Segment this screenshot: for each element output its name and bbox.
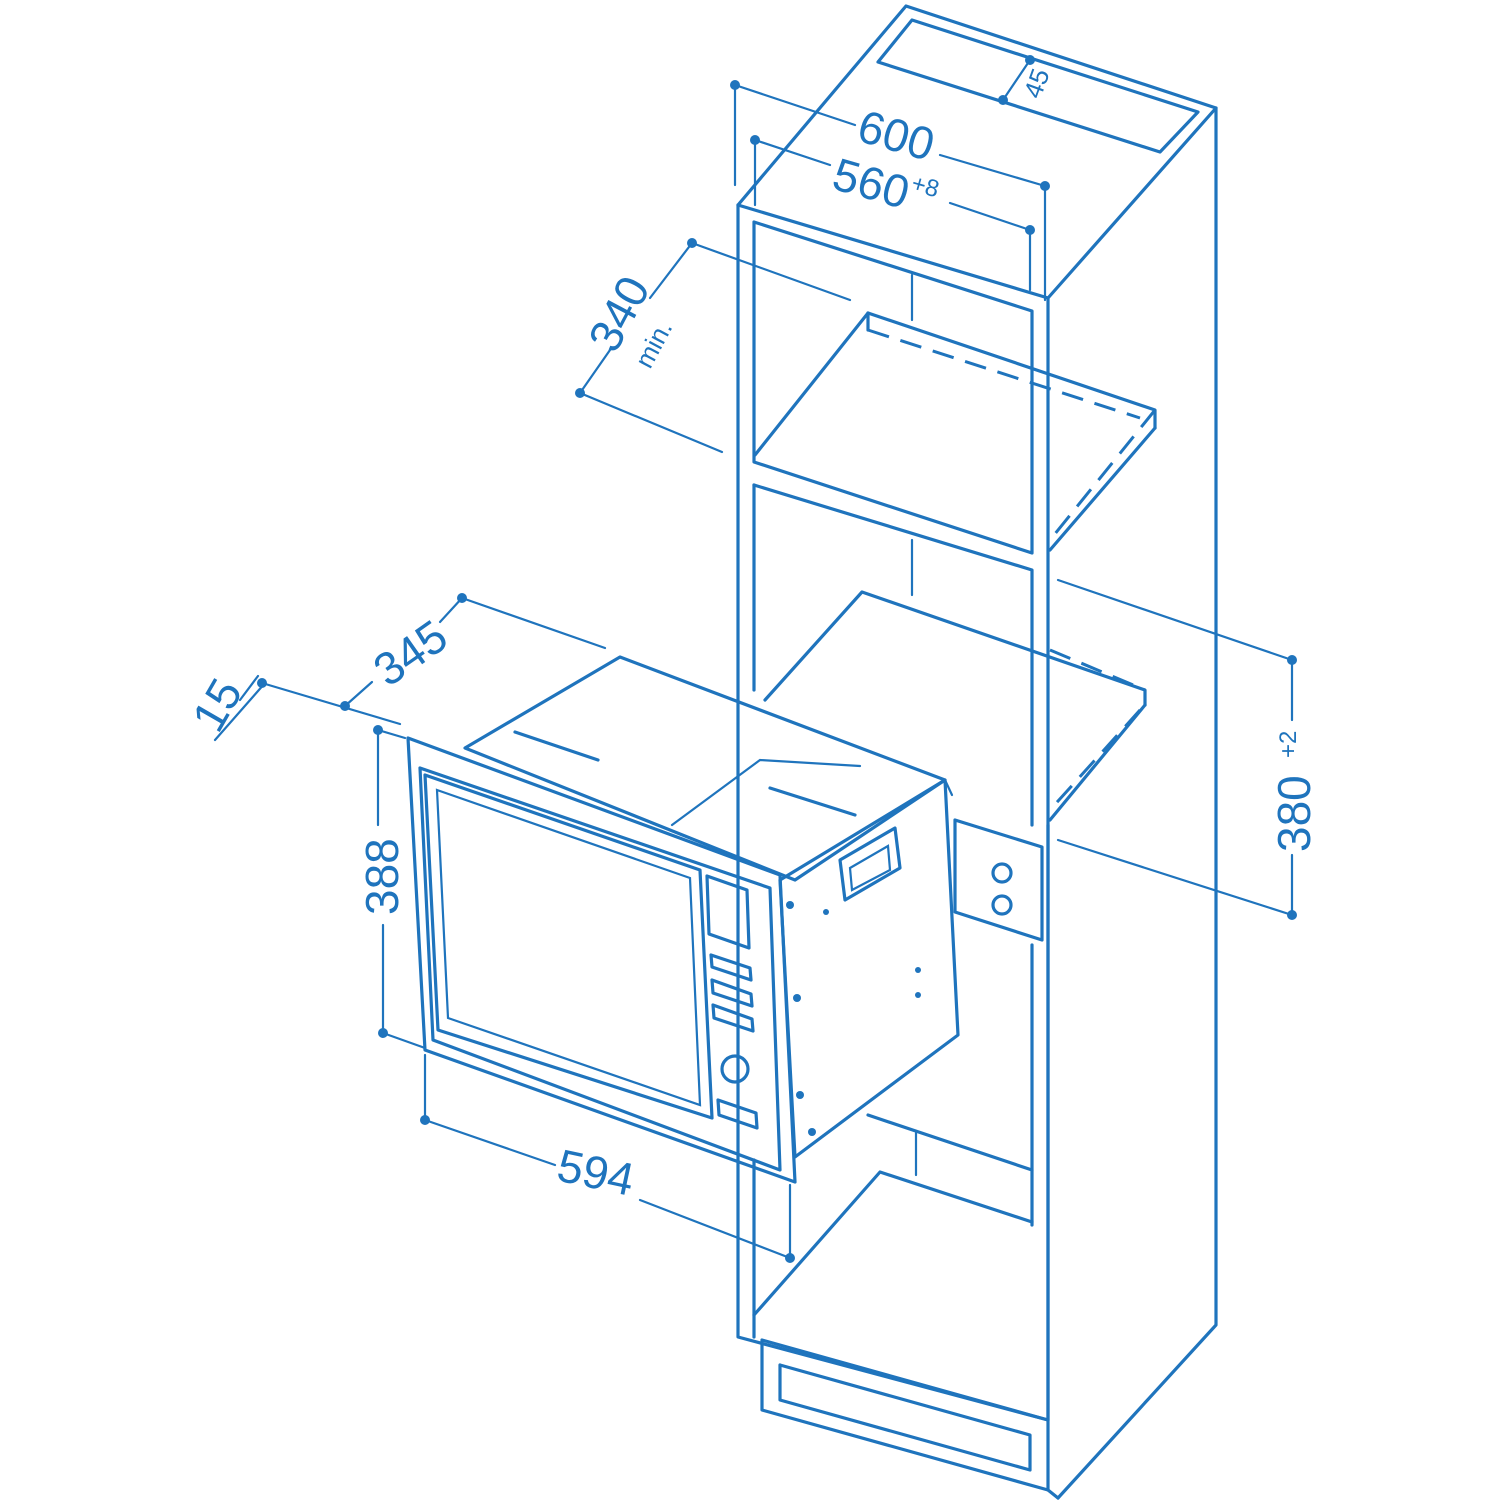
dimension-labels: 600 560 +8 45 340 min. 345 15 388 594 38…	[182, 65, 1320, 1206]
tall-cabinet	[736, 4, 1218, 1500]
dim-388: 388	[356, 838, 408, 915]
dim-380: 380	[1268, 775, 1320, 852]
dim-345: 345	[364, 610, 457, 697]
microwave	[406, 655, 960, 1184]
dim-15: 15	[182, 670, 253, 740]
dimension-lines	[213, 55, 1297, 1263]
dim-594: 594	[553, 1139, 639, 1206]
dim-560-tolerance: +8	[908, 170, 942, 203]
dim-380-tolerance: +2	[1275, 731, 1302, 758]
